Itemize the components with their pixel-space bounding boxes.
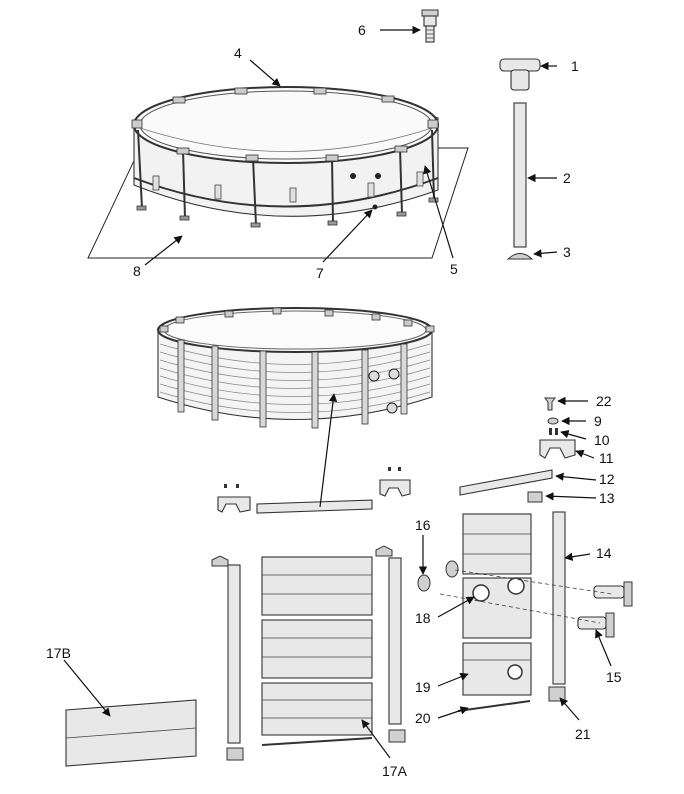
upright-left: [211, 555, 244, 761]
part-16-gasket: [417, 574, 431, 592]
callout-6: 6: [358, 22, 366, 38]
callout-16: 16: [415, 517, 431, 533]
callout-19: 19: [415, 679, 431, 695]
part-3-leg-cap: [506, 253, 534, 260]
callout-8: 8: [133, 263, 141, 279]
panel-stack-17a: [261, 556, 373, 746]
callout-3: 3: [563, 244, 571, 260]
callout-7: 7: [316, 265, 324, 281]
part-11-top-cap: [539, 439, 576, 459]
part-21-foot: [548, 686, 566, 702]
frame-pool-assembly: [87, 86, 469, 259]
callout-11: 11: [599, 450, 614, 466]
panel-pool-assembly: [157, 307, 435, 429]
callout-17b: 17B: [46, 645, 71, 661]
callout-17a: 17A: [382, 763, 408, 779]
callout-12: 12: [599, 471, 615, 487]
part-10-pin: [549, 428, 558, 435]
top-cap-left: [217, 484, 251, 513]
panel-stack-right: [457, 513, 532, 712]
callout-2: 2: [563, 170, 571, 186]
callout-22: 22: [596, 393, 612, 409]
part-2-vertical-leg: [513, 102, 527, 248]
callout-labels: 1 2 3 4 5 6 7 8 9 10 11 12 13 14 15 16 1…: [46, 22, 622, 779]
panel-17b: [65, 699, 197, 767]
callout-10: 10: [594, 432, 610, 448]
top-rail-left: [256, 499, 373, 514]
callout-14: 14: [596, 545, 612, 561]
part-22-screw: [544, 397, 556, 411]
pool-legs: [137, 129, 435, 226]
part-13-clip: [527, 491, 543, 503]
part-1-t-joint: [499, 58, 541, 91]
callout-20: 20: [415, 710, 431, 726]
callout-1: 1: [571, 58, 579, 74]
part-15-fittings: [577, 581, 633, 638]
part-6-drain-valve: [421, 9, 439, 43]
callout-13: 13: [599, 490, 615, 506]
part-9-washer: [547, 417, 559, 425]
callout-21: 21: [575, 726, 591, 742]
callout-18: 18: [415, 610, 431, 626]
leader-lines: [63, 25, 612, 759]
callout-15: 15: [606, 669, 622, 685]
callout-9: 9: [594, 413, 602, 429]
callout-5: 5: [450, 261, 458, 277]
callout-4: 4: [234, 45, 242, 61]
upright-middle: [375, 545, 406, 743]
part-14-upright: [552, 511, 566, 685]
top-cap-mid: [379, 467, 411, 497]
part-12-top-rail: [459, 469, 553, 496]
